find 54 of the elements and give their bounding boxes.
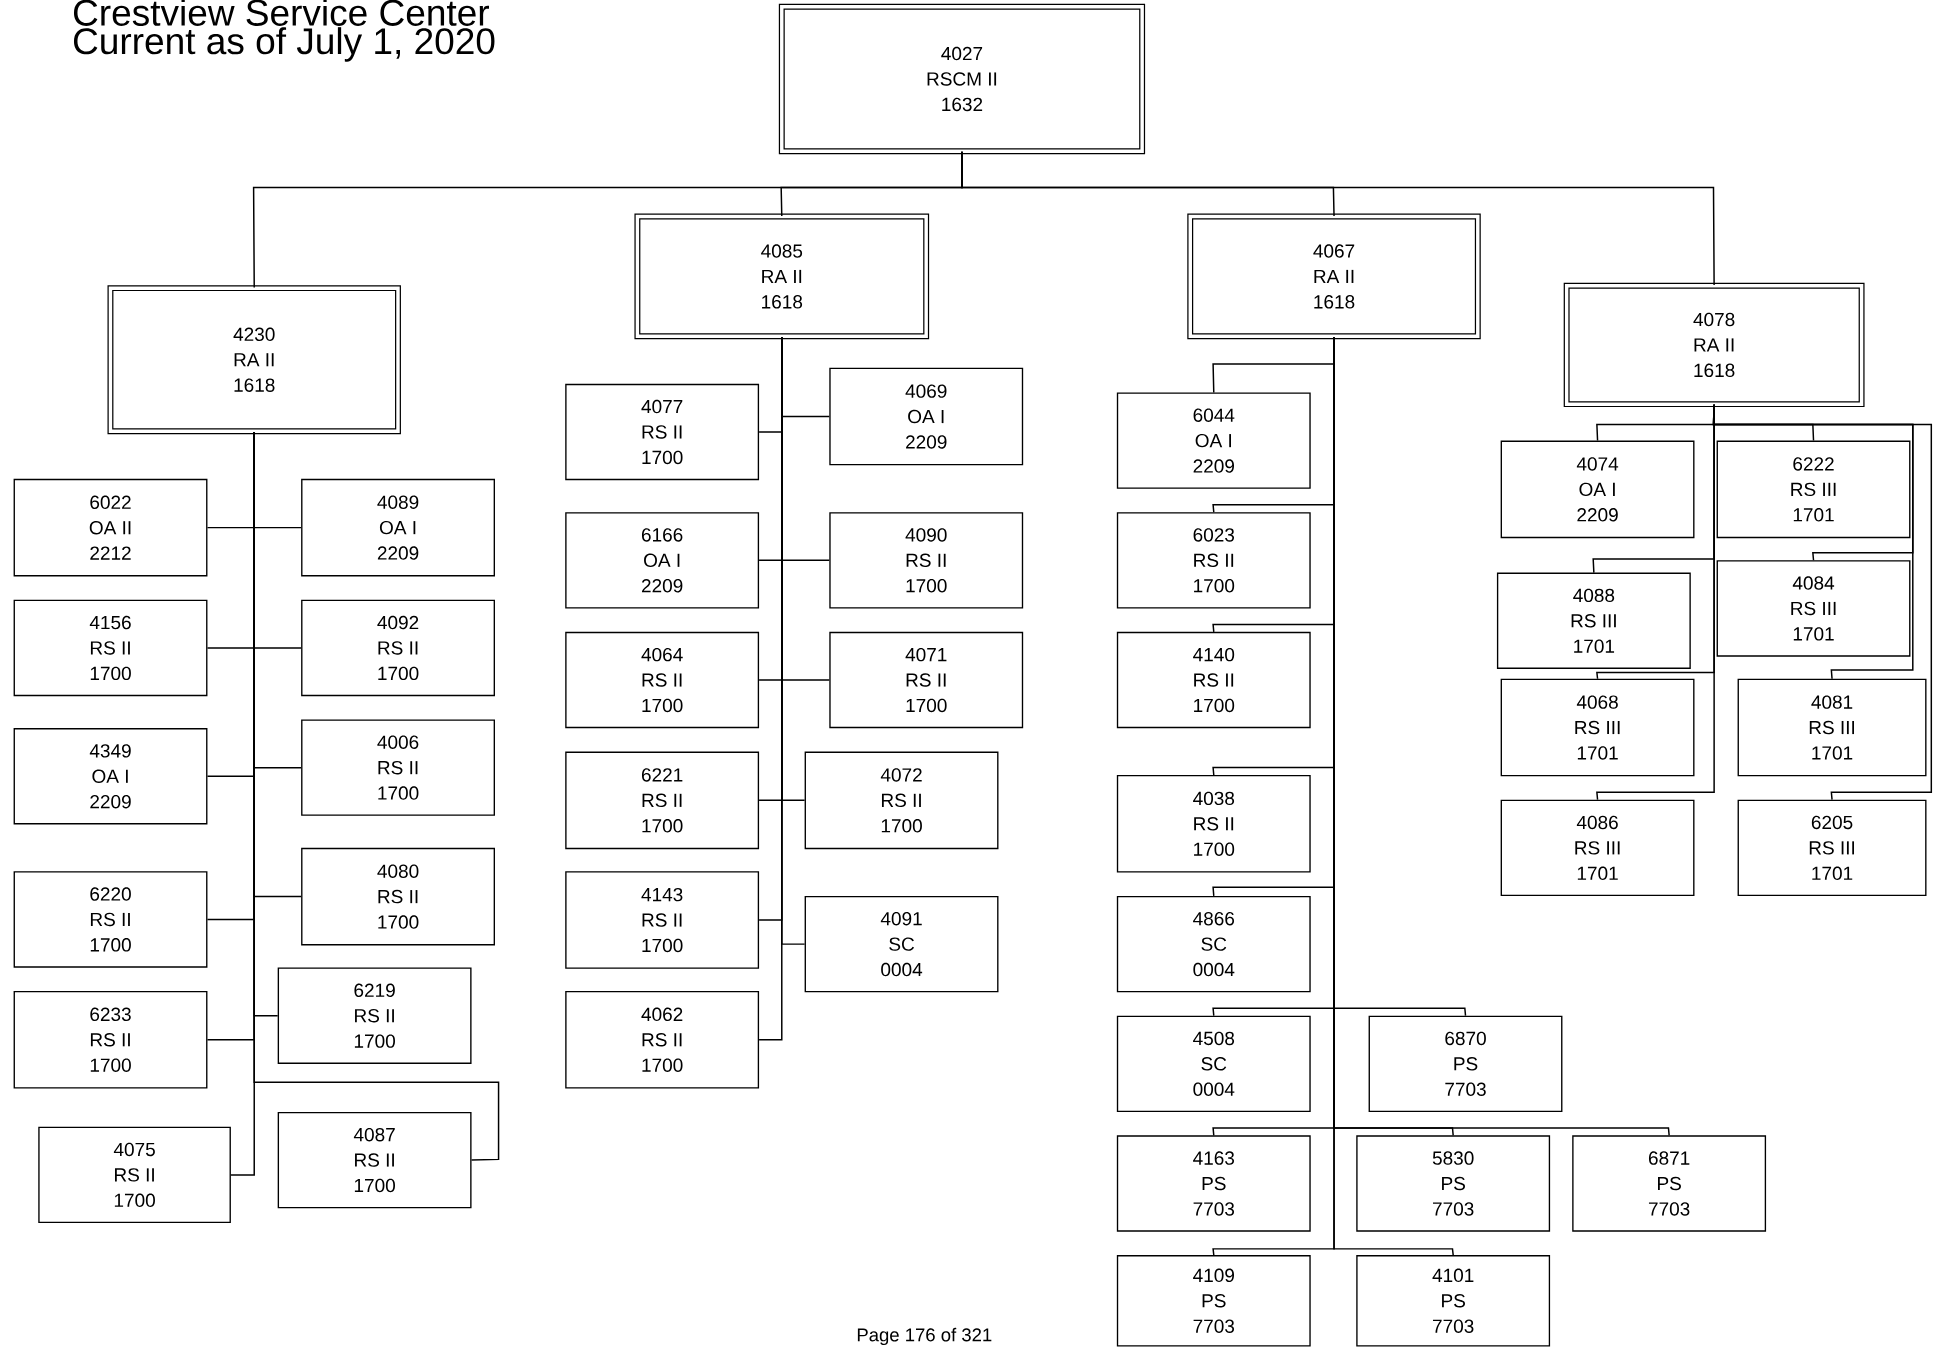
manager-box: 4085 RA II 1618 [634, 213, 930, 340]
position-box: 6871 PS 7703 [1572, 1135, 1767, 1232]
position-box: 6870 PS 7703 [1368, 1015, 1563, 1113]
position-box: 6221 RS II 1700 [565, 751, 760, 850]
position-box: 4508 SC 0004 [1116, 1015, 1311, 1113]
position-box: 4071 RS II 1700 [829, 632, 1024, 729]
position-box: 6233 RS II 1700 [13, 991, 208, 1089]
manager-box: 4027 RSCM II 1632 [778, 4, 1146, 155]
position-box: 4143 RS II 1700 [565, 871, 760, 970]
position-box: 6044 OA I 2209 [1116, 392, 1311, 489]
connector-line [1712, 404, 1933, 801]
position-box: 6023 RS II 1700 [1116, 512, 1311, 609]
position-box: 4080 RS II 1700 [301, 848, 495, 946]
connector-line [758, 336, 783, 1041]
position-box: 6219 RS II 1700 [277, 967, 472, 1065]
page-number: Page 176 of 321 [857, 1328, 992, 1346]
position-box: 4101 PS 7703 [1356, 1255, 1551, 1347]
position-box: 4038 RS II 1700 [1116, 775, 1311, 873]
position-box: 4090 RS II 1700 [829, 512, 1024, 609]
connector-line [961, 151, 1715, 286]
manager-box: 4230 RA II 1618 [107, 285, 401, 435]
position-box: 6222 RS III 1701 [1716, 440, 1911, 539]
position-box: 4064 RS II 1700 [565, 632, 760, 729]
manager-box: 4078 RA II 1618 [1563, 282, 1865, 408]
position-box: 4086 RS III 1701 [1500, 799, 1695, 897]
subtitle: Current as of July 1, 2020 [73, 27, 495, 62]
position-box: 6220 RS II 1700 [13, 871, 208, 968]
position-box: 4109 PS 7703 [1116, 1255, 1311, 1347]
position-box: 4087 RS II 1700 [277, 1112, 472, 1209]
position-box: 4074 OA I 2209 [1500, 440, 1695, 539]
position-box: 4140 RS II 1700 [1116, 632, 1311, 729]
position-box: 5830 PS 7703 [1356, 1135, 1551, 1232]
position-box: 4077 RS II 1700 [565, 384, 760, 481]
position-box: 6022 OA II 2212 [13, 479, 208, 577]
position-box: 4089 OA I 2209 [301, 479, 495, 577]
position-box: 4068 RS III 1701 [1500, 678, 1695, 777]
position-box: 6166 OA I 2209 [565, 512, 760, 609]
position-box: 4081 RS III 1701 [1737, 678, 1927, 777]
position-box: 4092 RS II 1700 [301, 599, 495, 697]
position-box: 6205 RS III 1701 [1737, 799, 1927, 897]
position-box: 4088 RS III 1701 [1496, 572, 1691, 670]
connector-line [253, 431, 500, 1161]
position-box: 4084 RS III 1701 [1716, 560, 1911, 657]
position-box: 4091 SC 0004 [804, 896, 999, 993]
manager-box: 4067 RA II 1618 [1187, 213, 1481, 340]
position-box: 4069 OA I 2209 [829, 367, 1024, 466]
position-box: 4006 RS II 1700 [301, 719, 495, 817]
position-box: 4075 RS II 1700 [38, 1126, 231, 1224]
position-box: 4866 SC 0004 [1116, 896, 1311, 993]
position-box: 4062 RS II 1700 [565, 991, 760, 1089]
position-box: 4349 OA I 2209 [13, 728, 208, 825]
position-box: 4156 RS II 1700 [13, 599, 208, 697]
position-box: 4163 PS 7703 [1116, 1135, 1311, 1232]
position-box: 4072 RS II 1700 [804, 751, 999, 850]
